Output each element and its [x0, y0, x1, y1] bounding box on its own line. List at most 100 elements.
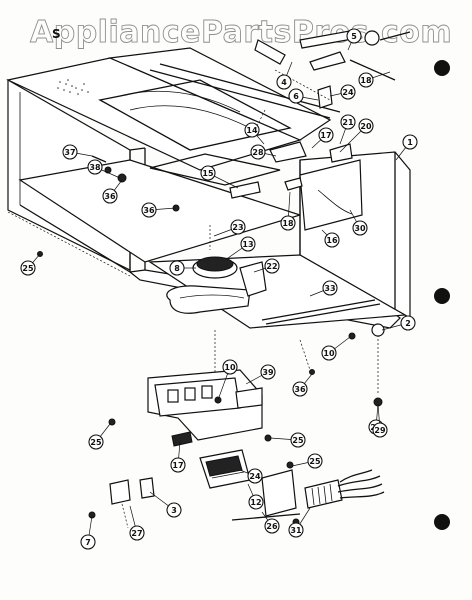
callout-bubble: [102, 188, 118, 204]
callout-25b: 25: [88, 423, 111, 450]
callout-15: 15: [200, 165, 239, 189]
callout-27: 27: [129, 505, 145, 541]
callout-number: 39: [262, 368, 274, 377]
callout-bubble: [250, 144, 266, 160]
callout-bubble: [247, 468, 263, 484]
callout-5: 5: [346, 28, 362, 51]
callout-bubble: [244, 122, 260, 138]
callout-bubble: [372, 422, 388, 438]
callout-number: 18: [282, 219, 294, 228]
callout-bubble: [276, 74, 292, 90]
callout-14: 14: [244, 122, 265, 145]
callout-number: 8: [174, 264, 180, 273]
callout-number: 2: [405, 319, 411, 328]
callout-bubble: [280, 215, 296, 231]
callout-bubble: [340, 84, 356, 100]
callout-number: 17: [172, 461, 183, 470]
callout-number: 24: [249, 472, 261, 481]
callout-36c: 36: [292, 373, 313, 397]
callout-number: 25: [292, 436, 304, 445]
callout-number: 26: [266, 522, 278, 531]
callout-bubble: [129, 525, 145, 541]
callout-bubble: [307, 453, 323, 469]
callout-24b: 24: [239, 468, 263, 484]
motor-mount-bracket: [147, 369, 263, 441]
callout-number: 6: [293, 92, 299, 101]
callout-number: 36: [104, 192, 116, 201]
callout-bubble: [260, 364, 276, 380]
binder-hole-top: [434, 60, 450, 76]
callout-2: 2: [381, 315, 416, 331]
callout-6: 6: [288, 88, 319, 104]
callout-bubble: [222, 359, 238, 375]
callout-21: 21: [339, 114, 356, 145]
callout-bubble: [87, 159, 103, 175]
callout-bubble: [340, 114, 356, 130]
callout-28a: 28: [250, 144, 277, 160]
callout-bubble: [80, 534, 96, 550]
callout-bubble: [240, 236, 256, 252]
callout-number: 24: [342, 88, 354, 97]
callout-bubble: [358, 118, 374, 134]
callout-18a: 18: [358, 71, 391, 88]
callout-1: 1: [395, 134, 418, 161]
callout-29: 29: [372, 403, 388, 438]
callout-31: 31: [288, 507, 311, 538]
callout-39: 39: [245, 364, 276, 385]
callout-18b: 18: [280, 191, 296, 231]
callout-number: 17: [320, 131, 331, 140]
callout-bubble: [248, 494, 264, 510]
callout-17a: 17: [311, 127, 334, 149]
callout-bubble: [200, 165, 216, 181]
binder-hole-middle: [434, 288, 450, 304]
wire-harness-connector: [304, 469, 385, 509]
callout-number: 5: [351, 32, 357, 41]
right-bracket-cover: [299, 159, 363, 231]
callout-number: 27: [131, 529, 142, 538]
callout-bubble: [141, 202, 157, 218]
callout-4: 4: [276, 61, 293, 90]
callout-bubble: [88, 434, 104, 450]
callout-bubble: [20, 260, 36, 276]
binder-hole-bottom: [434, 514, 450, 530]
callout-36b: 36: [141, 202, 177, 218]
callout-number: 10: [323, 349, 335, 358]
callout-number: 10: [224, 363, 236, 372]
callout-bubble: [358, 72, 374, 88]
callout-bubble: [230, 219, 246, 235]
callout-bubble: [352, 220, 368, 236]
callout-layer: 1234567810101213141516171718182021222324…: [20, 28, 418, 550]
callout-number: 13: [242, 240, 253, 249]
callout-26: 26: [261, 511, 280, 534]
callout-number: 28: [252, 148, 264, 157]
callout-number: 21: [342, 118, 354, 127]
callout-23: 23: [213, 219, 246, 237]
callout-number: 7: [85, 538, 91, 547]
callout-number: 15: [202, 169, 214, 178]
callout-25d: 25: [291, 453, 323, 469]
left-side-fasteners: [91, 155, 303, 199]
callout-10a: 10: [321, 336, 351, 361]
figure-label: S: [52, 27, 61, 41]
callout-bubble: [402, 134, 418, 150]
callout-bubble: [346, 28, 362, 44]
callout-number: 16: [326, 236, 338, 245]
callout-bubble: [322, 280, 338, 296]
callout-24a: 24: [329, 84, 356, 100]
callout-17b: 17: [170, 441, 186, 473]
callout-bubble: [170, 457, 186, 473]
callout-number: 36: [143, 206, 155, 215]
callout-bubble: [264, 258, 280, 274]
top-hardware-group: [254, 29, 411, 163]
callout-38: 38: [87, 159, 121, 179]
callout-number: 31: [290, 526, 302, 535]
callout-number: 33: [324, 284, 335, 293]
callout-37: 37: [62, 144, 93, 160]
callout-33: 33: [309, 280, 338, 297]
callout-number: 22: [266, 262, 277, 271]
callout-number: 23: [232, 223, 243, 232]
callout-number: 25: [22, 264, 34, 273]
callout-bubble: [288, 522, 304, 538]
